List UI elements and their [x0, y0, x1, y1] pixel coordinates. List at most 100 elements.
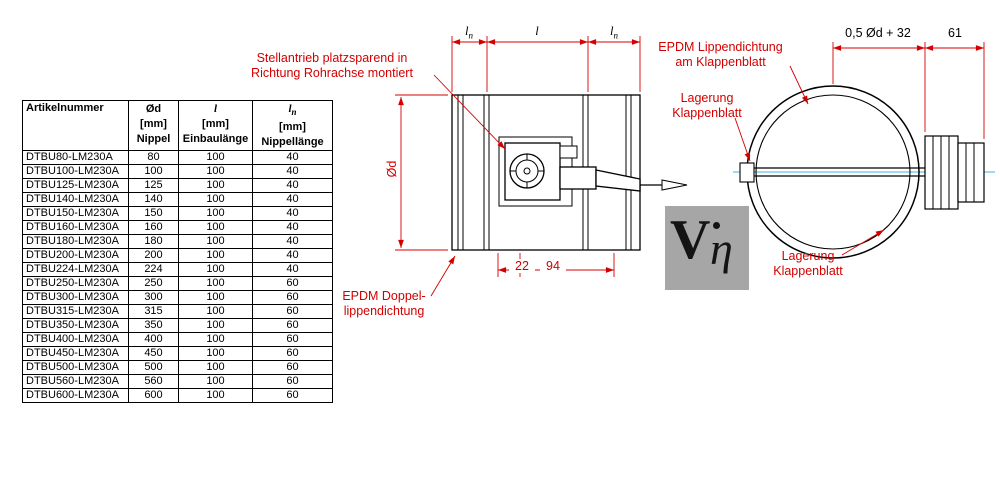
cell-l: 100 [178, 346, 253, 362]
cell-od: 80 [128, 150, 179, 166]
cell-ln: 60 [252, 332, 333, 348]
cell-artikel: DTBU350-LM230A [22, 318, 129, 334]
cell-artikel: DTBU300-LM230A [22, 290, 129, 306]
dim-label-od: Ød [385, 160, 399, 178]
cell-ln: 40 [252, 192, 333, 208]
annotation-lagerung-links: Lagerung Klappenblatt [672, 91, 742, 120]
cell-od: 315 [128, 304, 179, 320]
dim-label-61: 61 [948, 26, 962, 40]
cell-artikel: DTBU180-LM230A [22, 234, 129, 250]
dim-label-ln-left: ln [465, 24, 473, 41]
cell-artikel: DTBU150-LM230A [22, 206, 129, 222]
col-header-nippellaenge: ln [mm] Nippellänge [252, 99, 333, 152]
cell-od: 224 [128, 262, 179, 278]
dim-label-22: 22 [509, 259, 535, 273]
dim-label-l: l [535, 24, 539, 38]
cell-od: 560 [128, 374, 179, 390]
cell-od: 180 [128, 234, 179, 250]
cell-l: 100 [178, 290, 253, 306]
col-header-einbaulaenge: l [mm] Einbaulänge [178, 99, 253, 152]
cell-l: 100 [178, 276, 253, 292]
logo-letter-v: V [670, 209, 711, 271]
cell-artikel: DTBU400-LM230A [22, 332, 129, 348]
cell-artikel: DTBU315-LM230A [22, 304, 129, 320]
cell-l: 100 [178, 374, 253, 390]
cell-od: 350 [128, 318, 179, 334]
dimension-lines [395, 36, 985, 297]
cell-od: 450 [128, 346, 179, 362]
cell-od: 600 [128, 388, 179, 404]
side-view [451, 94, 688, 251]
cell-ln: 40 [252, 178, 333, 194]
cell-l: 100 [178, 178, 253, 194]
cell-artikel: DTBU450-LM230A [22, 346, 129, 362]
cell-l: 100 [178, 164, 253, 180]
cell-ln: 60 [252, 360, 333, 376]
cell-ln: 40 [252, 220, 333, 236]
cell-ln: 60 [252, 276, 333, 292]
cell-l: 100 [178, 318, 253, 334]
annotation-epdm-lippendichtung: EPDM Lippendichtung am Klappenblatt [658, 40, 783, 69]
cell-artikel: DTBU200-LM230A [22, 248, 129, 264]
cell-ln: 60 [252, 304, 333, 320]
actuator [498, 136, 688, 207]
cell-l: 100 [178, 248, 253, 264]
cell-artikel: DTBU250-LM230A [22, 276, 129, 292]
cell-od: 250 [128, 276, 179, 292]
logo-dot [713, 222, 720, 229]
cell-artikel: DTBU600-LM230A [22, 388, 129, 404]
front-view [733, 85, 995, 259]
dim-label-ln-right: ln [610, 24, 618, 41]
cell-ln: 40 [252, 164, 333, 180]
cell-od: 400 [128, 332, 179, 348]
cell-ln: 40 [252, 206, 333, 222]
cell-od: 125 [128, 178, 179, 194]
cell-l: 100 [178, 304, 253, 320]
cell-l: 100 [178, 388, 253, 404]
annotation-stellantrieb: Stellantrieb platzsparend in Richtung Ro… [251, 51, 413, 80]
cell-od: 140 [128, 192, 179, 208]
cell-od: 100 [128, 164, 179, 180]
dim-label-half-od: 0,5 Ød + 32 [845, 26, 911, 40]
annotation-epdm-doppellippendichtung: EPDM Doppel- lippendichtung [342, 289, 426, 318]
cell-ln: 40 [252, 234, 333, 250]
cell-od: 200 [128, 248, 179, 264]
cell-artikel: DTBU560-LM230A [22, 374, 129, 390]
cell-od: 300 [128, 290, 179, 306]
cell-artikel: DTBU125-LM230A [22, 178, 129, 194]
cell-l: 100 [178, 220, 253, 236]
logo-letter-eta: η [710, 223, 733, 274]
cell-l: 100 [178, 150, 253, 166]
cell-ln: 60 [252, 290, 333, 306]
cell-ln: 60 [252, 346, 333, 362]
cell-ln: 40 [252, 150, 333, 166]
cell-artikel: DTBU80-LM230A [22, 150, 129, 166]
cell-artikel: DTBU140-LM230A [22, 192, 129, 208]
cell-l: 100 [178, 206, 253, 222]
cell-od: 500 [128, 360, 179, 376]
cell-l: 100 [178, 332, 253, 348]
cell-l: 100 [178, 234, 253, 250]
cell-ln: 40 [252, 248, 333, 264]
col-header-artikelnummer: Artikelnummer [22, 99, 129, 152]
cell-od: 150 [128, 206, 179, 222]
cell-artikel: DTBU100-LM230A [22, 164, 129, 180]
actuator-bracket [924, 135, 985, 210]
